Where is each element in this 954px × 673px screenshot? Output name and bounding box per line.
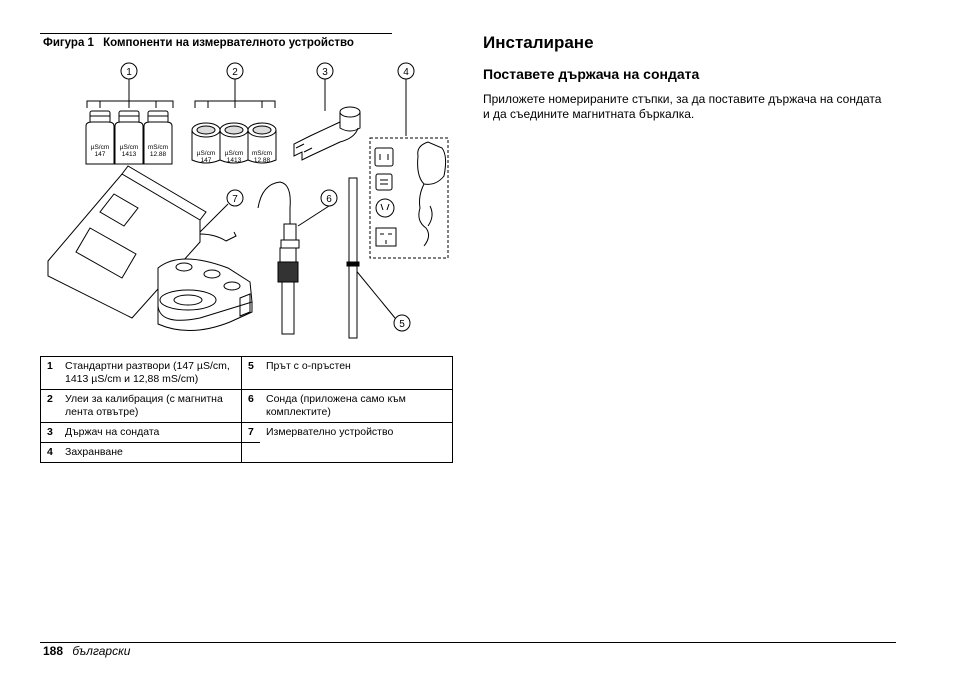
probe-holder [293, 106, 361, 161]
meter-device [47, 165, 253, 332]
callout-2: 2 [226, 62, 244, 80]
svg-text:µS/cm: µS/cm [197, 150, 216, 157]
item-description: Сонда (приложена само към комплектите) [260, 389, 453, 423]
item-number: 7 [241, 422, 260, 443]
svg-text:4: 4 [403, 67, 409, 78]
section-title: Инсталиране [483, 33, 594, 52]
item-description: Стандартни разтвори (147 µS/cm, 1413 µS/… [59, 356, 242, 390]
table-row: 4 Захранване [40, 442, 453, 463]
svg-text:1: 1 [126, 67, 132, 78]
callout-7: 7 [226, 189, 244, 207]
svg-text:mS/cm: mS/cm [148, 144, 168, 151]
item-number: 2 [40, 389, 59, 423]
table-row: 2 Улеи за калибрация (с магнитна лента о… [40, 389, 453, 423]
svg-text:µS/cm: µS/cm [225, 150, 244, 157]
item-description: Улеи за калибрация (с магнитна лента отв… [59, 389, 242, 423]
svg-text:12.88: 12.88 [254, 157, 271, 164]
svg-text:5: 5 [399, 319, 405, 330]
callout-5: 5 [393, 314, 411, 332]
figure-caption-number: Фигура 1 [43, 37, 94, 49]
power-supply [369, 137, 449, 259]
figure-caption-rule [40, 33, 392, 34]
svg-text:mS/cm: mS/cm [252, 150, 272, 157]
figure-caption: Фигура 1 Компоненти на измервателното ус… [43, 37, 354, 49]
svg-text:3: 3 [322, 67, 328, 78]
footer-rule [40, 642, 896, 643]
item-number: 1 [40, 356, 59, 390]
callout-3: 3 [316, 62, 334, 80]
svg-text:147: 147 [95, 151, 106, 158]
calibration-cups [191, 122, 277, 164]
footer-language: български [72, 644, 131, 658]
figure-caption-title: Компоненти на измервателното устройство [103, 37, 354, 49]
components-illustration: 1 2 3 4 5 6 7 [47, 62, 449, 339]
body-paragraph: Приложете номерираните стъпки, за да пос… [483, 92, 882, 121]
subsection-title: Поставете държача на сондата [483, 66, 700, 82]
conductivity-probe [257, 181, 300, 335]
item-number [241, 442, 260, 463]
svg-text:7: 7 [232, 194, 238, 205]
svg-text:1413: 1413 [122, 151, 137, 158]
item-description: Измервателно устройство [260, 422, 453, 463]
svg-text:µS/cm: µS/cm [91, 144, 110, 151]
svg-text:12.88: 12.88 [150, 151, 167, 158]
svg-text:1413: 1413 [227, 157, 242, 164]
item-description: Захранване [59, 442, 242, 463]
svg-text:6: 6 [326, 194, 332, 205]
parts-legend-table: 1 Стандартни разтвори (147 µS/cm, 1413 µ… [40, 356, 453, 463]
svg-text:147: 147 [201, 157, 212, 164]
table-row: 1 Стандартни разтвори (147 µS/cm, 1413 µ… [40, 356, 453, 390]
rod-with-o-ring [346, 177, 360, 339]
callout-1: 1 [120, 62, 138, 80]
item-number: 3 [40, 422, 59, 443]
standard-solution-bottles [85, 110, 173, 165]
page-number: 188 [43, 644, 64, 658]
page-footer: 188 български [43, 644, 130, 658]
svg-text:2: 2 [232, 67, 238, 78]
table-row: 3 Държач на сондата 7 Измервателно устро… [40, 422, 453, 463]
item-description: Държач на сондата [59, 422, 242, 443]
item-number: 4 [40, 442, 59, 463]
item-number: 5 [241, 356, 260, 390]
callout-6: 6 [320, 189, 338, 207]
item-number: 6 [241, 389, 260, 423]
callout-4: 4 [397, 62, 415, 80]
svg-text:µS/cm: µS/cm [120, 144, 139, 151]
item-description: Прът с о-пръстен [260, 356, 453, 390]
